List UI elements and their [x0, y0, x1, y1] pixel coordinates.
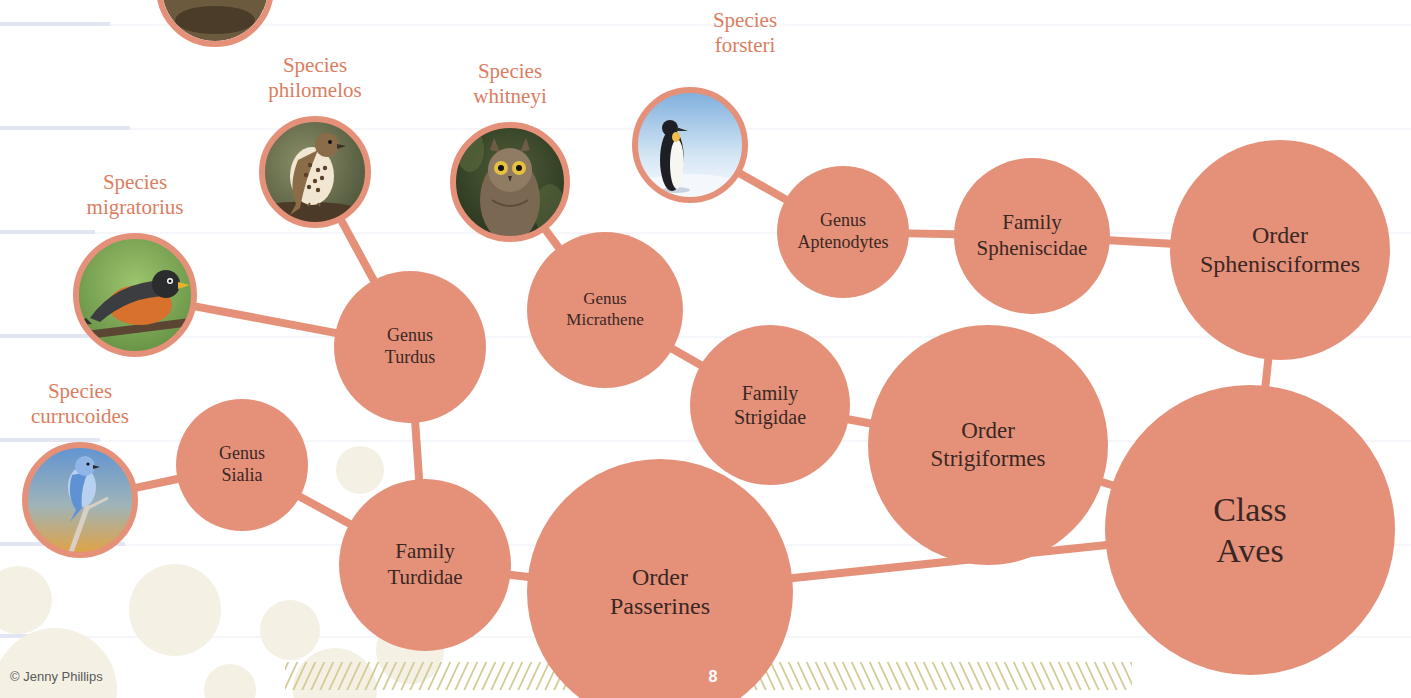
branch-line: [195, 306, 336, 333]
genus-circle: Genus Sialia: [176, 399, 308, 531]
bluebird-photo: [25, 445, 135, 555]
taxon-name: Order Passerines: [610, 563, 710, 622]
branch-line: [672, 348, 702, 365]
species-node: Species philomelos: [259, 53, 371, 228]
taxon-name: Family Spheniscidae: [977, 210, 1088, 261]
branch-line: [136, 479, 179, 488]
branch-line: [509, 575, 528, 577]
genus-circle: Genus Micrathene: [527, 232, 683, 388]
taxon-name: Genus Micrathene: [566, 289, 643, 330]
taxon-name: Genus Turdus: [385, 325, 435, 369]
order-circle: Order Sphenisciformes: [1170, 140, 1390, 360]
branch-line: [1265, 358, 1268, 386]
branch-line: [740, 173, 787, 200]
branch-line: [848, 419, 871, 423]
taxon-name: Order Sphenisciformes: [1200, 221, 1360, 280]
bird-photo: [150, 0, 280, 50]
genus-circle: Genus Aptenodytes: [777, 166, 909, 298]
taxon-name: Order Strigiformes: [931, 417, 1046, 473]
copyright-note: © Jenny Phillips: [10, 669, 103, 684]
species-node: Species whitneyi: [450, 59, 570, 242]
species-label: Species forsteri: [713, 8, 777, 59]
taxon-name: Genus Aptenodytes: [798, 210, 889, 254]
species-node: Species currucoides: [22, 379, 138, 558]
penguin-photo: [620, 85, 760, 218]
branch-line: [299, 496, 350, 524]
family-circle: Family Spheniscidae: [954, 158, 1110, 314]
taxon-name: Family Strigidae: [734, 381, 806, 430]
branch-line: [1109, 240, 1171, 244]
robin-photo: [70, 235, 195, 355]
photo-ring: [632, 87, 748, 203]
branch-line: [415, 422, 419, 480]
owl-photo: [450, 122, 570, 242]
order-circle: Order Passerines: [527, 459, 793, 698]
taxon-name: Family Turdidae: [387, 539, 462, 590]
species-label: Species migratorius: [87, 170, 184, 221]
taxon-name: Genus Sialia: [219, 443, 265, 487]
thrush-photo: [260, 118, 372, 228]
branch-line: [908, 229, 955, 238]
species-label: Species currucoides: [31, 379, 129, 430]
photo-ring: [259, 116, 371, 228]
photo-ring: [22, 442, 138, 558]
species-node: Species forsteri: [632, 8, 748, 203]
class-circle: Class Aves: [1105, 385, 1395, 675]
family-circle: Family Turdidae: [339, 479, 511, 651]
taxon-name: Class Aves: [1213, 489, 1287, 572]
genus-circle: Genus Turdus: [334, 271, 486, 423]
branch-line: [545, 229, 559, 248]
order-circle: Order Strigiformes: [868, 325, 1108, 565]
family-circle: Family Strigidae: [690, 325, 850, 485]
species-label: Species philomelos: [268, 53, 361, 104]
species-label: Species whitneyi: [473, 59, 546, 110]
species-node: Species migratorius: [73, 170, 197, 357]
photo-ring: [450, 122, 570, 242]
photo-ring: [73, 233, 197, 357]
branch-line: [341, 220, 374, 281]
page-number: 8: [709, 668, 718, 686]
